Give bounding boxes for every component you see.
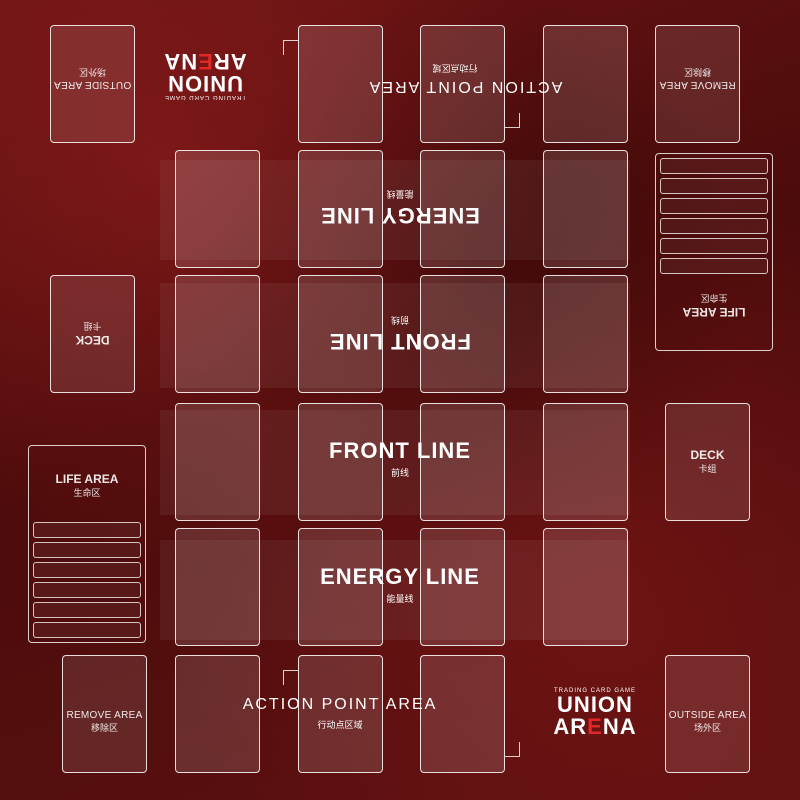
player-ap-bracket-tl xyxy=(283,670,298,685)
player-ap-bracket-br xyxy=(505,742,520,757)
player-life-area[interactable]: LIFE AREA 生命区 xyxy=(28,445,146,643)
opponent-logo-line2b: NA xyxy=(163,49,198,74)
opponent-life-card-1[interactable] xyxy=(660,158,768,174)
player-remove-area[interactable]: REMOVE AREA 移除区 xyxy=(62,655,147,773)
opponent-ap-bracket-br xyxy=(505,113,520,128)
player-front-line-cn: 前线 xyxy=(390,469,409,479)
player-ap-cn: 行动点区域 xyxy=(317,721,363,731)
opponent-life-card-3[interactable] xyxy=(660,198,768,214)
player-ap-slot-1[interactable] xyxy=(175,655,260,773)
player-outside-area-label: OUTSIDE AREA xyxy=(668,710,747,721)
player-life-card-3[interactable] xyxy=(33,562,141,578)
opponent-front-line-label: FRONT LINE xyxy=(329,329,471,354)
player-life-area-label: LIFE AREA xyxy=(55,472,119,486)
player-logo-line2b: NA xyxy=(602,714,637,739)
opponent-front-band xyxy=(160,283,630,388)
player-energy-slot-1[interactable] xyxy=(175,528,260,646)
player-outside-area[interactable]: OUTSIDE AREA 场外区 xyxy=(665,655,750,773)
player-deck-cn: 卡组 xyxy=(698,465,717,475)
opponent-life-card-6[interactable] xyxy=(660,258,768,274)
player-deck[interactable]: DECK 卡组 xyxy=(665,403,750,521)
opponent-ap-bracket-tl xyxy=(283,40,298,55)
opponent-front-line-cn: 前线 xyxy=(391,314,410,324)
player-remove-area-label: REMOVE AREA xyxy=(66,710,143,721)
player-life-card-1[interactable] xyxy=(33,522,141,538)
opponent-energy-slot-2[interactable] xyxy=(298,150,383,268)
player-front-slot-3[interactable] xyxy=(420,403,505,521)
opponent-life-card-4[interactable] xyxy=(660,218,768,234)
opponent-energy-slot-1[interactable] xyxy=(175,150,260,268)
player-remove-area-cn: 移除区 xyxy=(90,724,118,734)
player-front-line-label: FRONT LINE xyxy=(329,438,471,463)
opponent-ap-slot-2[interactable] xyxy=(420,25,505,143)
opponent-front-slot-1[interactable] xyxy=(175,275,260,393)
opponent-front-slot-2[interactable] xyxy=(298,275,383,393)
player-logo-line1: UNION xyxy=(557,692,633,717)
player-front-slot-2[interactable] xyxy=(298,403,383,521)
player-front-band xyxy=(160,410,630,515)
opponent-logo-line1: UNION xyxy=(167,71,243,96)
player-front-slot-4[interactable] xyxy=(543,403,628,521)
player-energy-line-label: ENERGY LINE xyxy=(320,564,480,589)
player-energy-line-cn: 能量线 xyxy=(386,595,414,605)
opponent-front-slot-4[interactable] xyxy=(543,275,628,393)
opponent-remove-area-cn: 移除区 xyxy=(684,66,712,76)
player-ap-label: ACTION POINT AREA xyxy=(242,696,438,713)
opponent-energy-band xyxy=(160,160,630,260)
opponent-life-area-cn: 生命区 xyxy=(700,292,728,302)
player-energy-band xyxy=(160,540,630,640)
opponent-energy-line-cn: 能量线 xyxy=(386,188,414,198)
player-outside-area-cn: 场外区 xyxy=(693,724,721,734)
opponent-logo-line2a: AR xyxy=(212,49,247,74)
opponent-ap-slot-3[interactable] xyxy=(543,25,628,143)
opponent-deck-label: DECK xyxy=(75,333,110,347)
opponent-life-card-2[interactable] xyxy=(660,178,768,194)
opponent-life-area-label: LIFE AREA xyxy=(682,305,746,319)
opponent-life-area[interactable]: LIFE AREA 生命区 xyxy=(655,153,773,351)
player-logo-line2a: AR xyxy=(553,714,588,739)
player-logo-line2-accent: E xyxy=(587,714,603,739)
player-logo: TRADING CARD GAME UNION ARENA xyxy=(540,688,650,738)
opponent-deck-cn: 卡组 xyxy=(83,320,102,330)
player-life-card-4[interactable] xyxy=(33,582,141,598)
player-deck-label: DECK xyxy=(690,448,725,462)
player-life-card-6[interactable] xyxy=(33,622,141,638)
opponent-energy-line-label: ENERGY LINE xyxy=(320,203,480,228)
player-energy-slot-4[interactable] xyxy=(543,528,628,646)
opponent-remove-area[interactable]: REMOVE AREA 移除区 xyxy=(655,25,740,143)
opponent-logo: TRADING CARD GAME UNION ARENA xyxy=(150,49,260,100)
opponent-remove-area-label: REMOVE AREA xyxy=(659,79,736,90)
opponent-deck[interactable]: DECK 卡组 xyxy=(50,275,135,393)
player-ap-slot-3[interactable] xyxy=(420,655,505,773)
opponent-outside-area-cn: 场外区 xyxy=(79,66,107,76)
player-energy-slot-3[interactable] xyxy=(420,528,505,646)
opponent-life-card-5[interactable] xyxy=(660,238,768,254)
player-energy-slot-2[interactable] xyxy=(298,528,383,646)
opponent-energy-slot-4[interactable] xyxy=(543,150,628,268)
player-ap-slot-2[interactable] xyxy=(298,655,383,773)
player-life-area-cn: 生命区 xyxy=(73,489,101,499)
opponent-outside-area[interactable]: OUTSIDE AREA 场外区 xyxy=(50,25,135,143)
opponent-front-slot-3[interactable] xyxy=(420,275,505,393)
opponent-ap-label: ACTION POINT AREA xyxy=(367,78,563,95)
player-logo-tagline: TRADING CARD GAME xyxy=(553,688,636,694)
opponent-ap-cn: 行动点区域 xyxy=(432,62,478,72)
opponent-ap-slot-1[interactable] xyxy=(298,25,383,143)
opponent-energy-slot-3[interactable] xyxy=(420,150,505,268)
player-life-card-2[interactable] xyxy=(33,542,141,558)
player-front-slot-1[interactable] xyxy=(175,403,260,521)
opponent-outside-area-label: OUTSIDE AREA xyxy=(53,79,132,90)
opponent-logo-line2-accent: E xyxy=(197,49,213,74)
player-life-card-5[interactable] xyxy=(33,602,141,618)
